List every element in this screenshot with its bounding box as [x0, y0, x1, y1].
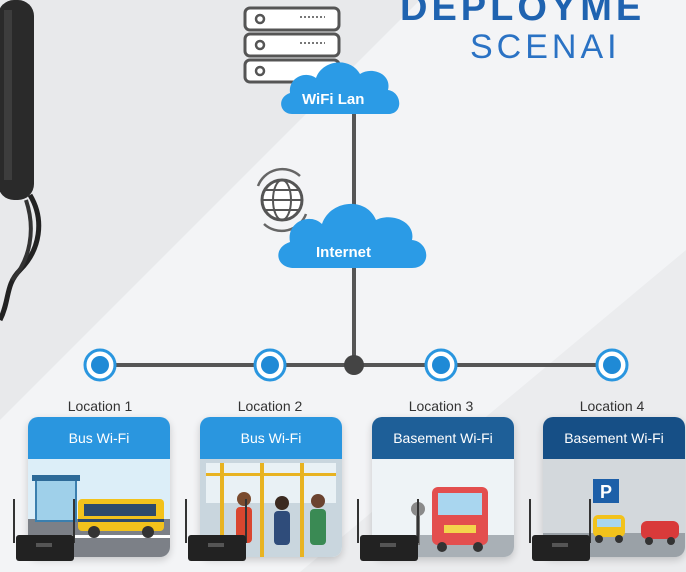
location-node-1 — [83, 348, 117, 382]
title-line-1: DEPLOYME — [400, 0, 646, 29]
wifi-lan-label: WiFi Lan — [302, 91, 364, 108]
card-header-3: Basement Wi-Fi — [372, 417, 514, 459]
location-node-4 — [595, 348, 629, 382]
router-device-3 — [357, 499, 419, 561]
svg-text:P: P — [600, 482, 612, 502]
location-label-4: Location 4 — [579, 398, 645, 414]
card-header-1: Bus Wi-Fi — [28, 417, 170, 459]
bus-interior-scene — [200, 459, 342, 557]
router-device-2 — [185, 499, 247, 561]
location-node-3 — [424, 348, 458, 382]
location-label-1: Location 1 — [67, 398, 133, 414]
internet-label: Internet — [316, 244, 371, 261]
location-label-3: Location 3 — [408, 398, 474, 414]
antenna-device — [0, 0, 42, 322]
title-line-2: SCENAI — [470, 28, 621, 66]
server-icon — [243, 6, 341, 84]
location-node-2 — [253, 348, 287, 382]
internet-cloud: Internet — [278, 203, 427, 268]
location-card-3: Basement Wi-Fi — [372, 417, 514, 557]
router-device-4 — [529, 499, 591, 561]
hub-node — [344, 355, 364, 375]
globe-icon — [256, 167, 308, 233]
wifi-lan-cloud: WiFi Lan — [281, 62, 400, 114]
router-device-1 — [13, 499, 75, 561]
location-card-2: Bus Wi-Fi — [200, 417, 342, 557]
card-header-2: Bus Wi-Fi — [200, 417, 342, 459]
page-title: DEPLOYME SCENAI — [400, 0, 645, 66]
location-label-2: Location 2 — [237, 398, 303, 414]
card-header-4: Basement Wi-Fi — [543, 417, 685, 459]
